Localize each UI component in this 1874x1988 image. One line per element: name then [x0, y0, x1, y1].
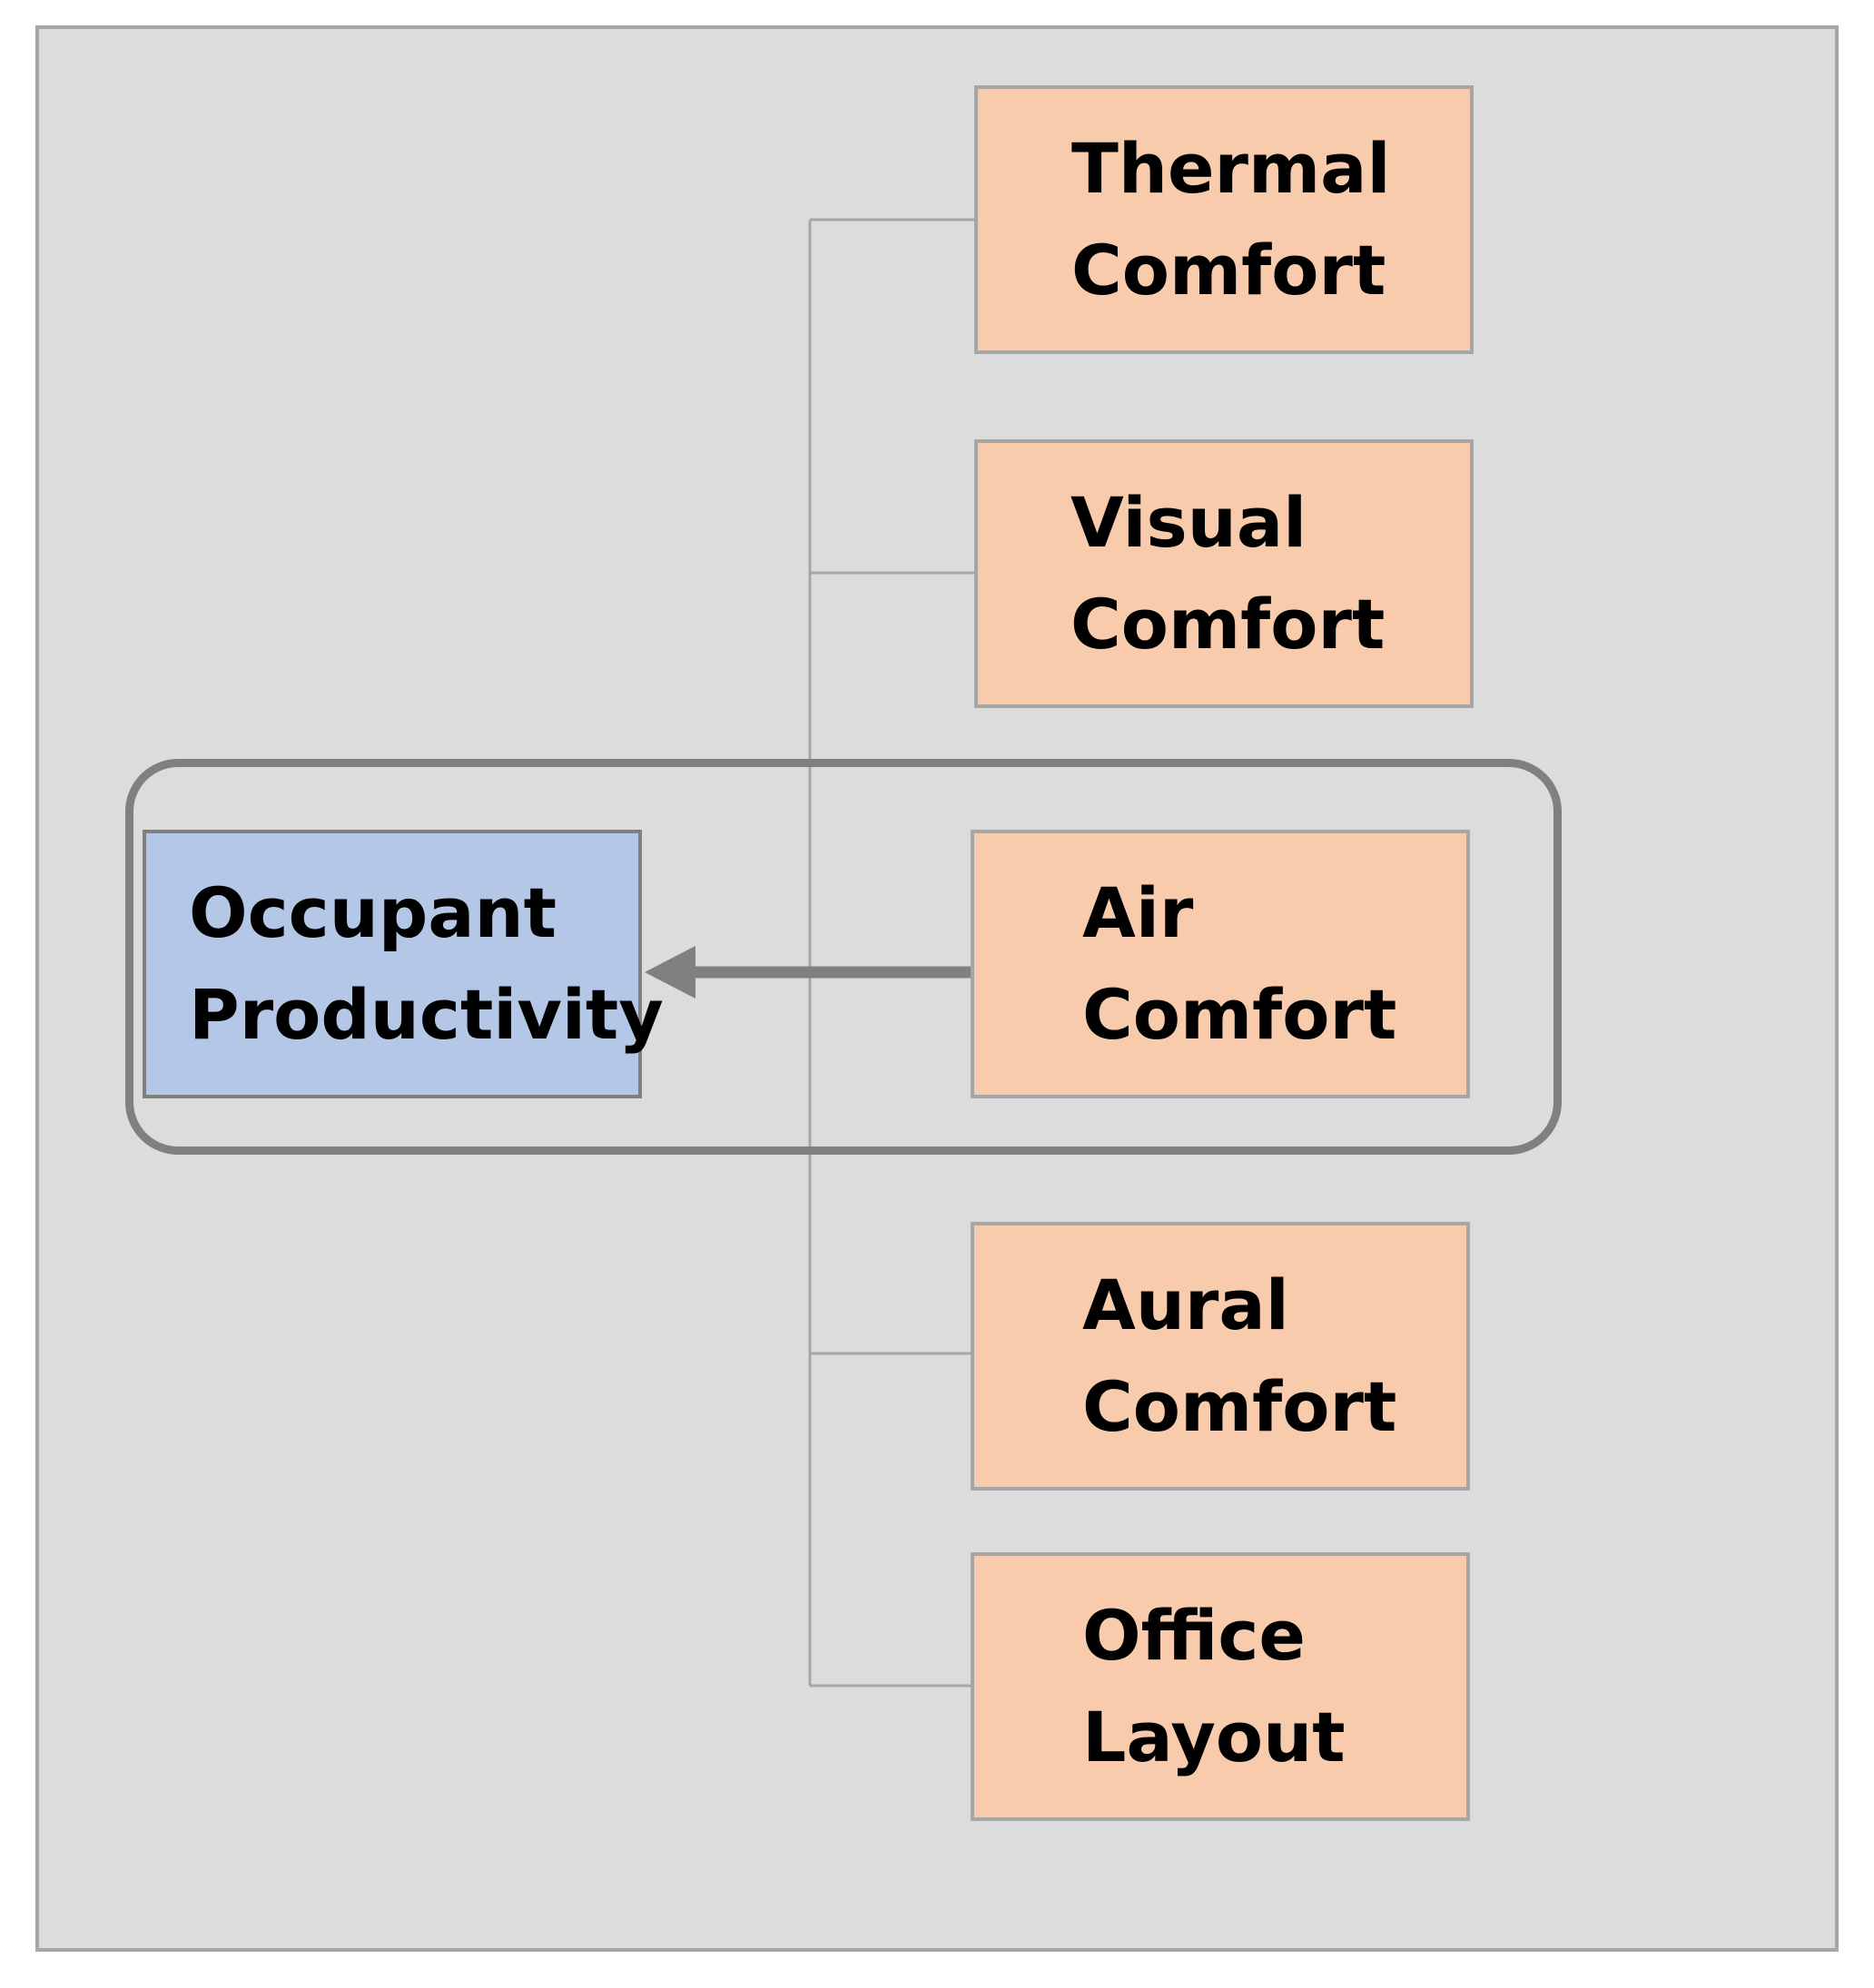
factor-label-line1: Thermal — [1071, 128, 1391, 209]
influence-arrow-head — [645, 946, 695, 999]
factor-label-line1: Aural — [1082, 1265, 1289, 1345]
factor-label-line2: Comfort — [1071, 230, 1386, 310]
factor-label-line1: Air — [1082, 872, 1194, 953]
factor-label-line2: Layout — [1082, 1697, 1346, 1777]
occupant-productivity-box: Occupant Productivity — [143, 830, 664, 1098]
factor-label-line1: Office — [1082, 1595, 1306, 1676]
office-layout-box: Office Layout — [971, 1552, 1470, 1821]
highlight-frame — [125, 759, 1562, 1155]
factor-label-line2: Comfort — [1082, 974, 1397, 1055]
factor-label-line1: Visual — [1070, 482, 1307, 563]
factor-label-line2: Comfort — [1070, 584, 1386, 664]
air-comfort-box: Air Comfort — [971, 830, 1470, 1098]
factor-label-line2: Comfort — [1082, 1366, 1397, 1447]
thermal-comfort-box: Thermal Comfort — [974, 85, 1474, 354]
aural-comfort-box: Aural Comfort — [971, 1222, 1470, 1491]
target-label-line1: Occupant — [189, 872, 557, 953]
visual-comfort-box: Visual Comfort — [974, 439, 1474, 708]
target-label-line2: Productivity — [189, 974, 664, 1055]
